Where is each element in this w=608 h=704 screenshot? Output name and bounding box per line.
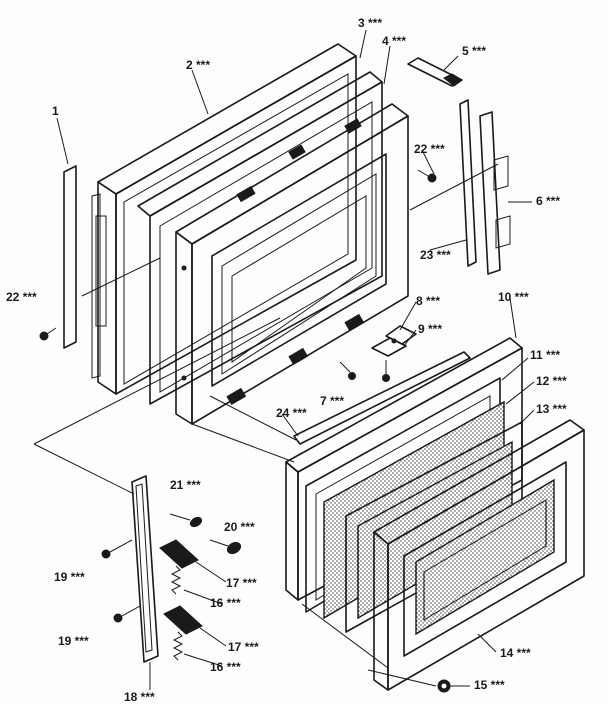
screw-left bbox=[39, 327, 57, 341]
gasket-strip bbox=[479, 111, 511, 275]
outer-door-panel bbox=[373, 419, 585, 691]
label-part-17-upper: 17 *** bbox=[226, 576, 257, 590]
knob-screw bbox=[437, 679, 451, 693]
label-part-22-left: 22 *** bbox=[6, 290, 37, 304]
screw-right bbox=[417, 169, 437, 183]
spring-upper bbox=[170, 565, 182, 595]
label-leaders bbox=[56, 29, 535, 690]
label-part-19-upper: 19 *** bbox=[54, 570, 85, 584]
label-part-12: 12 *** bbox=[536, 374, 567, 388]
label-part-20: 20 *** bbox=[224, 520, 255, 534]
label-part-6: 6 *** bbox=[536, 194, 561, 208]
label-part-15: 15 *** bbox=[474, 678, 505, 692]
label-part-7: 7 *** bbox=[320, 394, 345, 408]
outer-door-shell bbox=[91, 43, 357, 395]
label-part-3: 3 *** bbox=[358, 16, 383, 30]
label-part-16-lower: 16 *** bbox=[210, 660, 241, 674]
label-part-19-lower: 19 *** bbox=[58, 634, 89, 648]
hinge-bracket bbox=[371, 325, 417, 357]
label-part-22-right: 22 *** bbox=[414, 142, 445, 156]
handle-clip-upper bbox=[159, 539, 199, 569]
label-part-4: 4 *** bbox=[382, 34, 407, 48]
label-part-11: 11 *** bbox=[530, 348, 561, 362]
label-part-17-lower: 17 *** bbox=[228, 640, 259, 654]
side-trim-strip bbox=[63, 165, 77, 349]
handle-bolt bbox=[169, 513, 203, 528]
label-part-24: 24 *** bbox=[276, 406, 307, 420]
frame-screw bbox=[339, 361, 356, 380]
insulation-strip bbox=[459, 99, 477, 267]
handle-end-cap bbox=[209, 539, 242, 555]
label-part-23: 23 *** bbox=[420, 248, 451, 262]
label-part-5: 5 *** bbox=[462, 44, 487, 58]
label-part-14: 14 *** bbox=[500, 646, 531, 660]
alignment-lines bbox=[33, 163, 499, 687]
top-hinge-bracket bbox=[407, 57, 463, 87]
door-liner bbox=[137, 71, 383, 405]
label-part-1: 1 bbox=[52, 104, 59, 118]
label-part-21: 21 *** bbox=[170, 478, 201, 492]
rail-screw-lower bbox=[113, 605, 141, 623]
bottom-trim-bar bbox=[293, 351, 471, 445]
rail-screw-upper bbox=[101, 539, 133, 559]
label-part-16-upper: 16 *** bbox=[210, 596, 241, 610]
inner-door-frame bbox=[175, 103, 409, 425]
label-part-13: 13 *** bbox=[536, 402, 567, 416]
spring-lower bbox=[172, 631, 184, 661]
handle-clip-lower bbox=[163, 605, 203, 635]
hinge-screw bbox=[382, 360, 390, 382]
label-part-2: 2 *** bbox=[186, 58, 211, 72]
label-part-10: 10 *** bbox=[498, 290, 529, 304]
label-part-8: 8 *** bbox=[416, 294, 441, 308]
label-part-9: 9 *** bbox=[418, 322, 443, 336]
label-part-18: 18 *** bbox=[124, 690, 155, 704]
handle-rail bbox=[131, 475, 159, 663]
